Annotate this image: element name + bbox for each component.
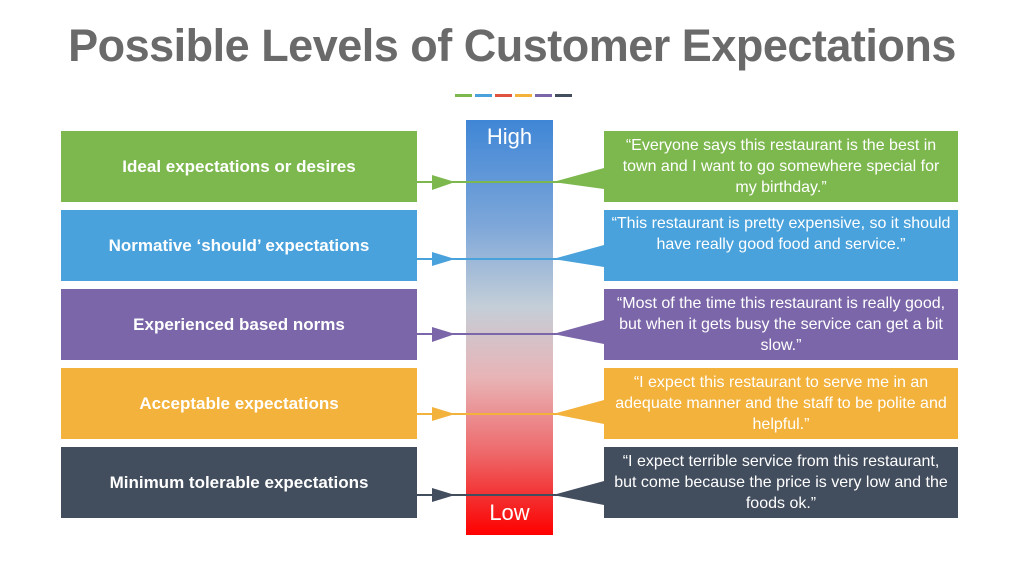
expectation-scale-bar: High Low <box>466 120 553 535</box>
arrowhead-icon <box>432 488 455 502</box>
arrowhead-icon <box>432 407 455 421</box>
level-label-text: Experienced based norms <box>133 314 345 334</box>
divider-dash-blue <box>475 94 492 97</box>
arrowhead-icon <box>432 175 455 190</box>
quote-minimum: “I expect terrible service from this res… <box>604 447 958 518</box>
divider-dash-yellow <box>515 94 532 97</box>
level-label-acceptable: Acceptable expectations <box>61 368 417 439</box>
callout-pointer <box>553 320 604 344</box>
divider-dash-red <box>495 94 512 97</box>
level-label-text: Ideal expectations or desires <box>122 156 356 176</box>
quote-ideal: “Everyone says this restaurant is the be… <box>604 131 958 202</box>
divider-dash-purple <box>535 94 552 97</box>
quote-acceptable: “I expect this restaurant to serve me in… <box>604 368 958 439</box>
quote-text: “I expect this restaurant to serve me in… <box>615 374 947 433</box>
callout-pointer <box>553 481 604 505</box>
level-label-ideal: Ideal expectations or desires <box>61 131 417 202</box>
arrowhead-icon <box>432 252 455 266</box>
quote-normative: “This restaurant is pretty expensive, so… <box>604 210 958 281</box>
color-divider <box>455 94 572 97</box>
callout-pointer <box>553 168 604 189</box>
callout-pointer <box>553 400 604 424</box>
divider-dash-navy <box>555 94 572 97</box>
quote-experienced: “Most of the time this restaurant is rea… <box>604 289 958 360</box>
scale-low-label: Low <box>489 500 530 525</box>
callout-pointer <box>553 245 604 267</box>
scale-high-label: High <box>486 124 533 149</box>
level-label-text: Minimum tolerable expectations <box>109 472 369 492</box>
level-label-minimum: Minimum tolerable expectations <box>61 447 417 518</box>
quote-text: “Everyone says this restaurant is the be… <box>622 137 940 196</box>
divider-dash-green <box>455 94 472 97</box>
quote-text: “Most of the time this restaurant is rea… <box>616 295 946 354</box>
page-title: Possible Levels of Customer Expectations <box>68 20 956 71</box>
quote-text: “This restaurant is pretty expensive, so… <box>611 215 951 253</box>
level-label-text: Normative ‘should’ expectations <box>108 235 370 255</box>
quote-text: “I expect terrible service from this res… <box>614 453 948 512</box>
arrowhead-icon <box>432 327 455 342</box>
level-label-text: Acceptable expectations <box>139 393 339 413</box>
level-label-experienced: Experienced based norms <box>61 289 417 360</box>
level-label-normative: Normative ‘should’ expectations <box>61 210 417 281</box>
